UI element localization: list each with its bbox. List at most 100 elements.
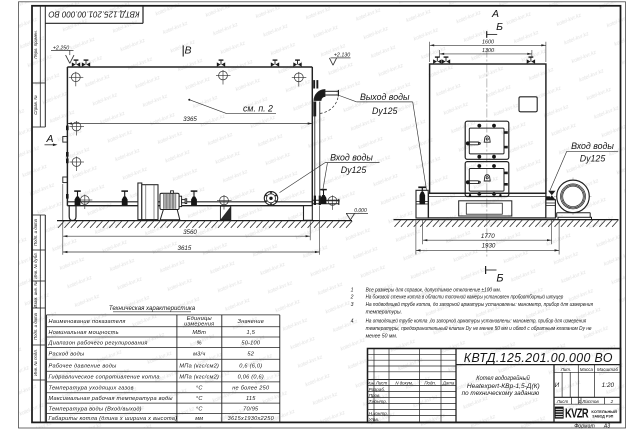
svg-text:Единицы: Единицы bbox=[187, 316, 212, 322]
svg-text:температуры.: температуры. bbox=[366, 310, 403, 316]
svg-text:Техническая характеристика: Техническая характеристика bbox=[109, 305, 196, 312]
svg-text:А: А bbox=[45, 133, 53, 145]
svg-text:Взам. инв. №: Взам. инв. № bbox=[33, 281, 38, 308]
svg-text:Габариты котла (длина х ширина: Габариты котла (длина х ширина х высота) bbox=[49, 416, 178, 422]
svg-text:по техническому заданию: по техническому заданию bbox=[462, 391, 540, 397]
svg-text:KVZR: KVZR bbox=[565, 406, 589, 420]
svg-text:Подп. и дата: Подп. и дата bbox=[33, 218, 38, 246]
svg-text:А: А bbox=[491, 8, 499, 20]
svg-text:52: 52 bbox=[247, 351, 254, 357]
svg-text:Разраб.: Разраб. bbox=[369, 387, 386, 392]
svg-text:0,06 (0,6): 0,06 (0,6) bbox=[238, 375, 264, 381]
svg-text:Подп.: Подп. bbox=[424, 380, 436, 385]
svg-text:КВТД.125.201.00.000 ВО: КВТД.125.201.00.000 ВО bbox=[464, 350, 613, 365]
svg-text:Масса: Масса bbox=[580, 367, 594, 372]
svg-text:1:20: 1:20 bbox=[602, 382, 615, 389]
svg-text:КОТЕЛЬНЫЙ: КОТЕЛЬНЫЙ bbox=[591, 409, 617, 414]
svg-text:не более 250: не более 250 bbox=[232, 385, 270, 391]
svg-text:Инв. № дубл.: Инв. № дубл. bbox=[33, 252, 38, 278]
svg-text:Наименование показателя: Наименование показателя bbox=[49, 319, 126, 325]
svg-text:Перв. примен.: Перв. примен. bbox=[33, 30, 38, 59]
svg-text:КВТД.125.201.00.000 ВО: КВТД.125.201.00.000 ВО bbox=[48, 10, 139, 19]
svg-text:+2.250: +2.250 bbox=[53, 45, 69, 51]
svg-text:Дата: Дата bbox=[442, 380, 455, 385]
svg-text:На подводящей трубе котла,: На подводящей трубе котла, до запорной а… bbox=[366, 301, 594, 308]
svg-text:1,5: 1,5 bbox=[247, 330, 256, 336]
svg-text:50-100: 50-100 bbox=[241, 340, 261, 346]
svg-text:1300: 1300 bbox=[482, 48, 494, 54]
svg-text:Значение: Значение bbox=[238, 319, 265, 325]
svg-text:Б: Б bbox=[496, 272, 503, 284]
svg-text:2: 2 bbox=[350, 294, 354, 300]
svg-text:115: 115 bbox=[246, 396, 256, 402]
svg-text:Температура уходящих газов: Температура уходящих газов bbox=[49, 385, 134, 391]
svg-text:°С: °С bbox=[196, 385, 203, 391]
svg-text:измерения: измерения bbox=[184, 322, 214, 328]
svg-text:°С: °С bbox=[196, 396, 203, 402]
svg-text:1600: 1600 bbox=[482, 39, 494, 45]
svg-text:Гидравлическое сопротивление к: Гидравлическое сопротивление котла bbox=[49, 375, 160, 381]
svg-text:Dy125: Dy125 bbox=[341, 165, 367, 175]
svg-text:Н.контр.: Н.контр. bbox=[369, 411, 388, 416]
svg-text:температуры, предохранительный: температуры, предохранительный клапан Dу… bbox=[366, 325, 592, 332]
svg-text:м3/ч: м3/ч bbox=[193, 351, 205, 357]
svg-text:2: 2 bbox=[610, 399, 614, 404]
svg-text:Подп. и дата: Подп. и дата bbox=[33, 312, 38, 340]
svg-text:В: В bbox=[184, 45, 191, 57]
svg-text:Котел водогрейный: Котел водогрейный bbox=[476, 375, 530, 382]
svg-text:70/95: 70/95 bbox=[243, 406, 259, 412]
svg-text:Номинальная мощность: Номинальная мощность bbox=[49, 330, 119, 336]
svg-text:3560: 3560 bbox=[183, 229, 197, 236]
svg-text:Б: Б bbox=[496, 21, 503, 33]
svg-text:Диапазон рабочего регулировани: Диапазон рабочего регулирования bbox=[48, 340, 148, 346]
svg-text:3615х1930х2250: 3615х1930х2250 bbox=[228, 416, 275, 422]
svg-text:Выход воды: Выход воды bbox=[360, 92, 410, 102]
svg-text:Пров.: Пров. bbox=[369, 393, 381, 398]
svg-text:Инв. № подл.: Инв. № подл. bbox=[33, 349, 38, 376]
svg-text:0.000: 0.000 bbox=[354, 208, 367, 214]
svg-text:Лит.: Лит. bbox=[560, 367, 572, 372]
svg-text:Лист: Лист bbox=[556, 399, 569, 404]
svg-text:Лист: Лист bbox=[375, 380, 388, 385]
svg-text:3615: 3615 bbox=[178, 245, 192, 252]
svg-text:МПа (кгс/см2): МПа (кгс/см2) bbox=[179, 363, 219, 369]
svg-text:Расход воды: Расход воды bbox=[49, 351, 85, 357]
svg-text:Листов: Листов bbox=[581, 399, 599, 404]
svg-text:0,6 (6,0): 0,6 (6,0) bbox=[239, 363, 262, 369]
svg-text:Максимальная рабочая температу: Максимальная рабочая температура воды bbox=[49, 396, 173, 402]
svg-text:МПа (кгс/см2): МПа (кгс/см2) bbox=[179, 375, 219, 381]
svg-text:Масштаб: Масштаб bbox=[597, 367, 618, 372]
svg-text:1: 1 bbox=[578, 399, 581, 404]
svg-text:Dy125: Dy125 bbox=[580, 154, 606, 164]
svg-text:И: И bbox=[555, 382, 560, 389]
svg-text:см. п. 2: см. п. 2 bbox=[243, 103, 273, 113]
svg-text:Изм: Изм bbox=[367, 380, 375, 385]
svg-text:Справ. №: Справ. № bbox=[33, 95, 38, 115]
svg-text:Dy125: Dy125 bbox=[372, 106, 398, 116]
svg-text:%: % bbox=[197, 340, 202, 346]
svg-text:Утв.: Утв. bbox=[369, 417, 379, 422]
svg-text:менее 50 мм.: менее 50 мм. bbox=[366, 334, 398, 340]
svg-text:Формат: Формат bbox=[574, 423, 595, 429]
svg-text:3365: 3365 bbox=[183, 116, 197, 123]
svg-text:1930: 1930 bbox=[482, 242, 496, 249]
svg-text:МВт: МВт bbox=[192, 330, 206, 336]
svg-text:Температура воды (Вход/выход): Температура воды (Вход/выход) bbox=[49, 406, 142, 412]
svg-text:+2.130: +2.130 bbox=[334, 53, 350, 59]
svg-text:Все размеры для справок, допус: Все размеры для справок, допустимое откл… bbox=[366, 287, 501, 293]
svg-text:3: 3 bbox=[351, 302, 354, 308]
svg-text:1: 1 bbox=[351, 287, 354, 293]
svg-text:мм: мм bbox=[195, 416, 203, 422]
svg-text:4: 4 bbox=[351, 318, 354, 324]
svg-text:Рабочее давление воды: Рабочее давление воды bbox=[49, 363, 117, 369]
svg-text:N докум.: N докум. bbox=[395, 380, 413, 385]
svg-text:На боковой стенке котла в обла: На боковой стенке котла в области топочн… bbox=[366, 293, 564, 300]
svg-text:Т.контр.: Т.контр. bbox=[369, 399, 388, 404]
svg-text:Вход воды: Вход воды bbox=[330, 152, 373, 162]
svg-text:1770: 1770 bbox=[481, 233, 495, 240]
svg-text:Вход воды: Вход воды bbox=[571, 141, 614, 151]
svg-text:Heatexpert-КВр-1,5-Д(К): Heatexpert-КВр-1,5-Д(К) bbox=[467, 384, 540, 390]
svg-text:°С: °С bbox=[196, 406, 203, 412]
svg-text:ЗАВОД РЭП: ЗАВОД РЭП bbox=[592, 414, 613, 419]
svg-text:На отводящей трубе котла ,до з: На отводящей трубе котла ,до запорной ар… bbox=[366, 317, 587, 324]
